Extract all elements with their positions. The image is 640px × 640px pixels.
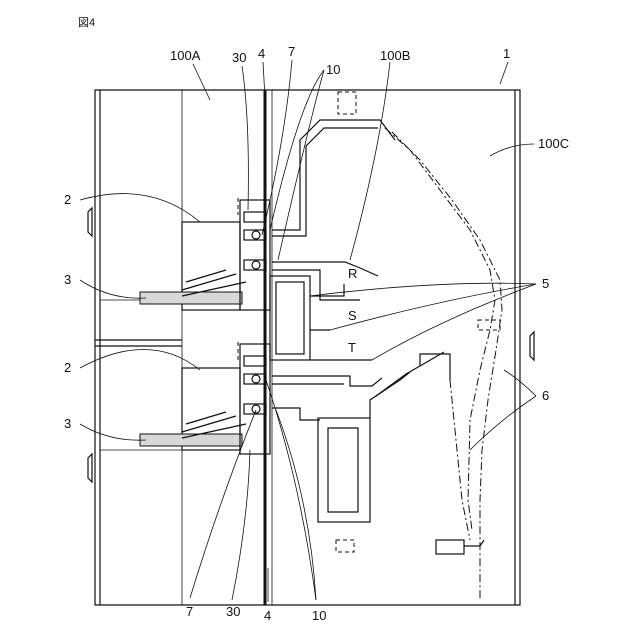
label-7-top: 7	[288, 44, 295, 59]
label-1: 1	[503, 46, 510, 61]
label-10-bottom: 10	[312, 608, 326, 623]
door-handle-left-lower	[88, 454, 92, 482]
lower-drawout-unit	[140, 342, 270, 454]
door-handle-left-upper	[88, 208, 92, 236]
upper-drawout-unit	[140, 198, 270, 310]
center-partition	[265, 90, 272, 605]
label-30-top: 30	[232, 50, 246, 65]
label-5: 5	[542, 276, 549, 291]
label-3-lower: 3	[64, 416, 71, 431]
cable-ducts	[336, 92, 502, 600]
label-7-bottom: 7	[186, 604, 193, 619]
label-100A: 100A	[170, 48, 201, 63]
label-4-top: 4	[258, 46, 265, 61]
label-R: R	[348, 266, 357, 281]
label-2-lower: 2	[64, 360, 71, 375]
leader-lines	[80, 60, 536, 602]
label-T: T	[348, 340, 356, 355]
busbar-assembly	[270, 120, 450, 522]
label-6: 6	[542, 388, 549, 403]
label-S: S	[348, 308, 357, 323]
label-2-upper: 2	[64, 192, 71, 207]
label-100C: 100C	[538, 136, 569, 151]
reference-labels: 100A 30 4 7 10 100B 1 100C 2 3 R 5 S 2 T…	[64, 44, 569, 623]
label-10-top: 10	[326, 62, 340, 77]
label-30-bottom: 30	[226, 604, 240, 619]
label-3-upper: 3	[64, 272, 71, 287]
label-100B: 100B	[380, 48, 410, 63]
figure-label: 図4	[78, 16, 95, 29]
door-handle-right	[530, 332, 534, 360]
label-4-bottom: 4	[264, 608, 271, 623]
